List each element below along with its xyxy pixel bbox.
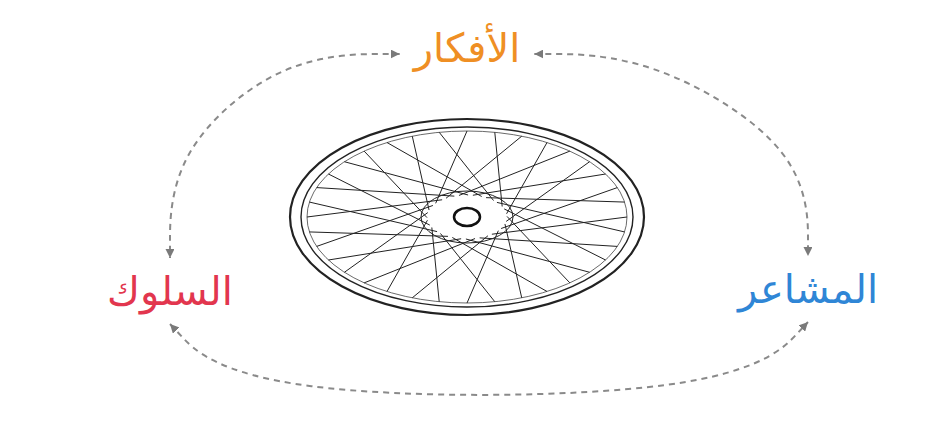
concept-text: الأفكار <box>414 25 521 71</box>
wheel-spoke <box>412 136 429 210</box>
concept-text: المشاعر <box>738 266 878 312</box>
wheel-spoke <box>309 202 437 232</box>
wheel-spoke <box>452 237 547 291</box>
wheel-spoke <box>328 239 461 260</box>
wheel-spoke <box>505 224 522 298</box>
wheel-spoke <box>504 209 605 260</box>
concept-label: المشاعر <box>732 264 884 314</box>
wheel-spoke <box>507 143 547 214</box>
wheel-spoke <box>309 232 448 236</box>
wheel-spoke <box>480 238 618 247</box>
wheel-flange <box>421 191 513 243</box>
wheel-spoke <box>317 188 455 197</box>
dashed-arrow <box>170 322 808 395</box>
wheel-spoke <box>497 202 625 232</box>
wheel-spoke <box>387 220 427 291</box>
dashed-arrow <box>170 54 400 258</box>
wheel-spoke <box>307 200 442 217</box>
wheel-tyre <box>290 119 644 315</box>
wheel-spoke <box>473 174 606 195</box>
wheel-spoke <box>495 132 502 206</box>
dashed-arrow <box>534 54 808 256</box>
wheel-spoke <box>317 205 433 246</box>
wheel-spoke <box>328 174 429 225</box>
wheel-spoke <box>486 198 625 202</box>
wheel-spoke <box>492 217 627 234</box>
wheel-group <box>290 119 644 315</box>
concept-text: السلوك <box>107 268 233 314</box>
wheel-rim-inner <box>307 131 627 303</box>
wheel-spoke <box>501 188 617 229</box>
wheel-spokes <box>307 131 627 303</box>
wheel-hub <box>454 208 480 226</box>
concept-label: السلوك <box>101 266 239 316</box>
wheel-rim <box>301 127 633 307</box>
wheel-spoke <box>387 143 482 197</box>
wheel-spoke <box>432 227 439 301</box>
concept-label: الأفكار <box>408 23 527 73</box>
